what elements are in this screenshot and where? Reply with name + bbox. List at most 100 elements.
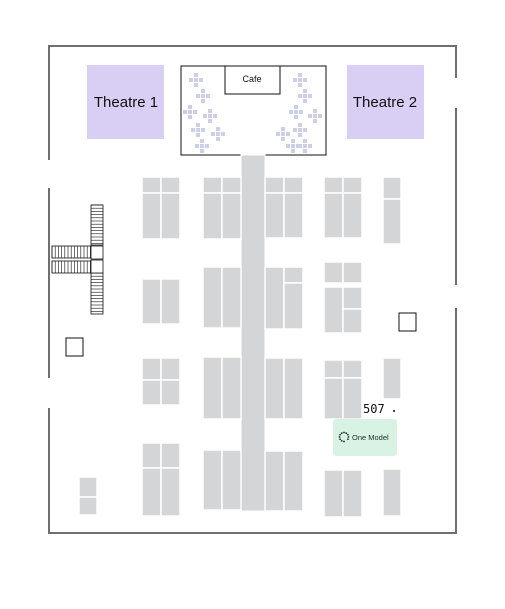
cafe-seat	[193, 110, 197, 114]
booth[interactable]	[382, 468, 402, 517]
cafe-seat	[318, 114, 322, 118]
booth[interactable]	[323, 469, 344, 518]
logo-dot	[340, 439, 343, 442]
booth[interactable]	[323, 359, 344, 379]
booth[interactable]	[141, 442, 162, 469]
booth[interactable]	[221, 266, 242, 329]
booth[interactable]	[323, 192, 344, 239]
pillar	[398, 312, 417, 332]
cafe-seat	[291, 144, 295, 148]
cafe-seat	[194, 78, 198, 82]
cafe-seat	[294, 110, 298, 114]
booth[interactable]	[141, 357, 162, 381]
booth-507-one-model[interactable]: One Model 507	[333, 402, 397, 456]
booth[interactable]	[323, 377, 344, 420]
booth[interactable]	[221, 356, 242, 420]
booth[interactable]	[221, 176, 242, 194]
booth[interactable]	[202, 192, 223, 240]
booth[interactable]	[264, 266, 285, 330]
booth[interactable]	[283, 282, 304, 330]
stair-frame	[51, 245, 92, 259]
booth[interactable]	[323, 176, 344, 194]
logo-dot	[339, 438, 342, 441]
cafe-seat	[313, 119, 317, 123]
central-aisle	[240, 154, 266, 512]
booth[interactable]	[160, 467, 181, 517]
cafe-counter	[224, 65, 281, 95]
booth[interactable]	[78, 496, 98, 516]
booth[interactable]	[283, 192, 304, 239]
cafe-seat	[293, 78, 297, 82]
booth-507-highlight[interactable]	[333, 419, 397, 456]
booth[interactable]	[141, 192, 162, 240]
stair-frame	[90, 204, 104, 246]
booth[interactable]	[202, 266, 223, 329]
booth[interactable]	[323, 286, 344, 334]
cafe-label: Cafe	[242, 74, 261, 84]
booth[interactable]	[323, 261, 344, 284]
booth[interactable]	[283, 266, 304, 284]
logo-dot	[338, 436, 341, 438]
booth[interactable]	[160, 442, 181, 469]
booth[interactable]	[283, 450, 304, 512]
cafe-seat	[188, 105, 192, 109]
cafe-seat	[281, 132, 285, 136]
booth[interactable]	[160, 357, 181, 381]
stair-landing	[90, 245, 104, 260]
booth[interactable]	[221, 192, 242, 240]
booth[interactable]	[382, 198, 402, 245]
booth[interactable]	[342, 377, 363, 420]
booth[interactable]	[141, 278, 162, 325]
booth[interactable]	[78, 476, 98, 498]
booth[interactable]	[202, 176, 223, 194]
booth[interactable]	[160, 176, 181, 194]
cafe-seat	[303, 94, 307, 98]
booth[interactable]	[202, 449, 223, 511]
cafe-seat	[201, 89, 205, 93]
cafe-seat	[183, 110, 187, 114]
booth[interactable]	[342, 359, 363, 379]
booth[interactable]	[264, 357, 285, 420]
cafe-seat	[208, 119, 212, 123]
cafe-seat	[196, 123, 200, 127]
cafe-area[interactable]: Cafe	[180, 65, 327, 156]
theatre-2[interactable]: Theatre 2	[347, 65, 424, 139]
booth[interactable]	[382, 176, 402, 200]
cafe-seat	[291, 139, 295, 143]
booth[interactable]	[160, 192, 181, 240]
booth[interactable]	[342, 192, 363, 239]
cafe-seat	[216, 127, 220, 131]
booth[interactable]	[342, 469, 363, 518]
logo-dot	[345, 432, 348, 435]
booth[interactable]	[141, 379, 162, 406]
booth[interactable]	[283, 357, 304, 420]
cafe-seat	[303, 78, 307, 82]
booth[interactable]	[342, 176, 363, 194]
booth[interactable]	[264, 450, 285, 512]
cafe-seat	[200, 144, 204, 148]
cafe-seat	[276, 132, 280, 136]
booth[interactable]	[160, 379, 181, 406]
booth[interactable]	[160, 278, 181, 325]
booth[interactable]	[264, 192, 285, 239]
cafe-seat	[281, 127, 285, 131]
cafe-seat	[303, 89, 307, 93]
booth[interactable]	[342, 261, 363, 284]
theatre-1[interactable]: Theatre 1	[87, 65, 164, 139]
cafe-seat	[195, 144, 199, 148]
booth[interactable]	[342, 286, 363, 310]
booth[interactable]	[264, 176, 285, 194]
cafe-seat	[298, 83, 302, 87]
booth[interactable]	[342, 308, 363, 334]
cafe-seat	[298, 133, 302, 137]
exhibitor-name: One Model	[352, 433, 389, 442]
booth[interactable]	[141, 467, 162, 517]
booth[interactable]	[202, 356, 223, 420]
booth[interactable]	[382, 357, 402, 400]
booth[interactable]	[221, 449, 242, 511]
cafe-seat	[201, 94, 205, 98]
cafe-seat	[303, 99, 307, 103]
cafe-seat	[303, 149, 307, 153]
booth[interactable]	[283, 176, 304, 194]
booth[interactable]	[141, 176, 162, 194]
